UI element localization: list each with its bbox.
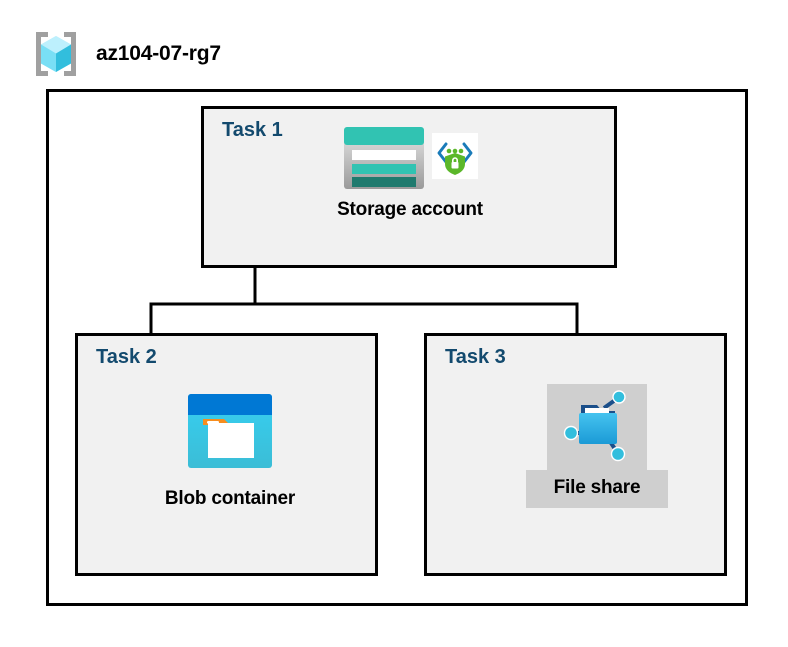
storage-account-icon-group <box>342 125 478 191</box>
node-file-share[interactable]: File share <box>487 384 707 508</box>
node-blob-container[interactable]: Blob container <box>120 392 340 510</box>
resource-group-icon <box>36 32 76 76</box>
storage-account-icon <box>344 127 424 189</box>
node-storage-account[interactable]: Storage account <box>300 125 520 221</box>
blob-container-label: Blob container <box>164 488 296 509</box>
task-3-box[interactable]: Task 3 <box>424 333 727 576</box>
task-1-label: Task 1 <box>222 119 283 141</box>
resource-group-title: az104-07-rg7 <box>96 42 221 65</box>
blob-container-icon-group <box>186 392 274 470</box>
file-share-icon <box>563 390 626 462</box>
task-3-label: Task 3 <box>445 346 506 368</box>
task-1-box[interactable]: Task 1 <box>201 106 617 268</box>
task-2-label: Task 2 <box>96 346 157 368</box>
task-2-box[interactable]: Task 2 <box>75 333 378 576</box>
blob-container-icon <box>188 394 272 468</box>
secure-endpoint-shield-icon <box>432 133 478 179</box>
resource-group-header: az104-07-rg7 <box>30 28 221 80</box>
file-share-icon-group <box>547 384 647 470</box>
file-share-label: File share <box>525 470 669 508</box>
storage-account-label: Storage account <box>337 199 483 220</box>
resource-group-boundary: Task 1 <box>46 89 748 606</box>
